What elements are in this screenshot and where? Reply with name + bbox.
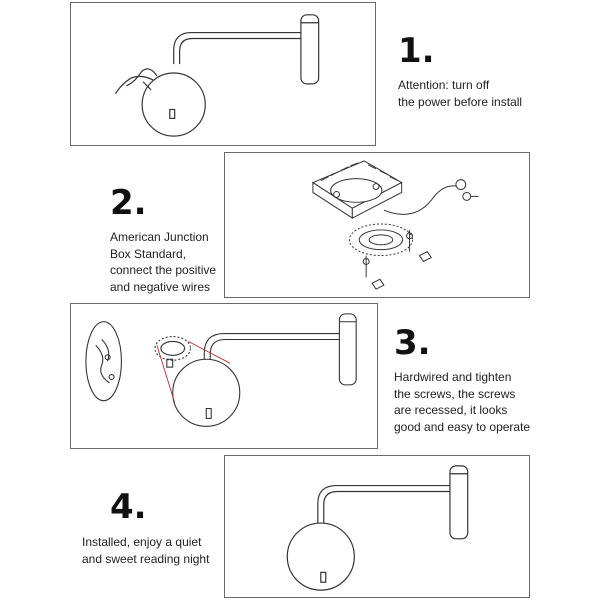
step-2-instructions: American Junction Box Standard, connect … [110, 229, 216, 295]
step-2-line: Box Standard, [110, 246, 187, 261]
step-4-number: 4. [110, 487, 147, 527]
step-3-line: are recessed, it looks [394, 403, 508, 417]
hardwired-lamp-drawing [85, 313, 357, 427]
step-4-line: Installed, enjoy a quiet [82, 535, 202, 549]
step-2-line: American Junction [110, 230, 209, 244]
step-2-illustration [224, 152, 530, 298]
step-3-line: good and easy to operate [394, 419, 531, 434]
step-2-line: and negative wires [110, 279, 211, 294]
step-2-line: connect the positive [110, 263, 217, 277]
step-3-line: Hardwired and tighten [394, 370, 512, 384]
wall-lamp-drawing [115, 14, 320, 137]
step-3-line: the screws, the screws [394, 386, 516, 401]
step-3-illustration [70, 303, 378, 449]
step-1-line: Attention: turn off [398, 78, 490, 92]
step-4-line: and sweet reading night [82, 551, 210, 566]
step-1-instructions: Attention: turn off the power before ins… [398, 77, 522, 110]
step-1-line: the power before install [398, 94, 523, 109]
step-2-number: 2. [110, 183, 147, 223]
step-4-illustration [224, 455, 530, 598]
step-3-instructions: Hardwired and tighten the screws, the sc… [394, 369, 530, 435]
junction-box-drawing [311, 160, 479, 290]
installed-lamp-drawing [286, 465, 469, 591]
step-3-number: 3. [394, 323, 431, 363]
step-1-illustration [70, 2, 376, 146]
step-4-instructions: Installed, enjoy a quiet and sweet readi… [82, 534, 209, 567]
step-1-number: 1. [398, 31, 435, 71]
